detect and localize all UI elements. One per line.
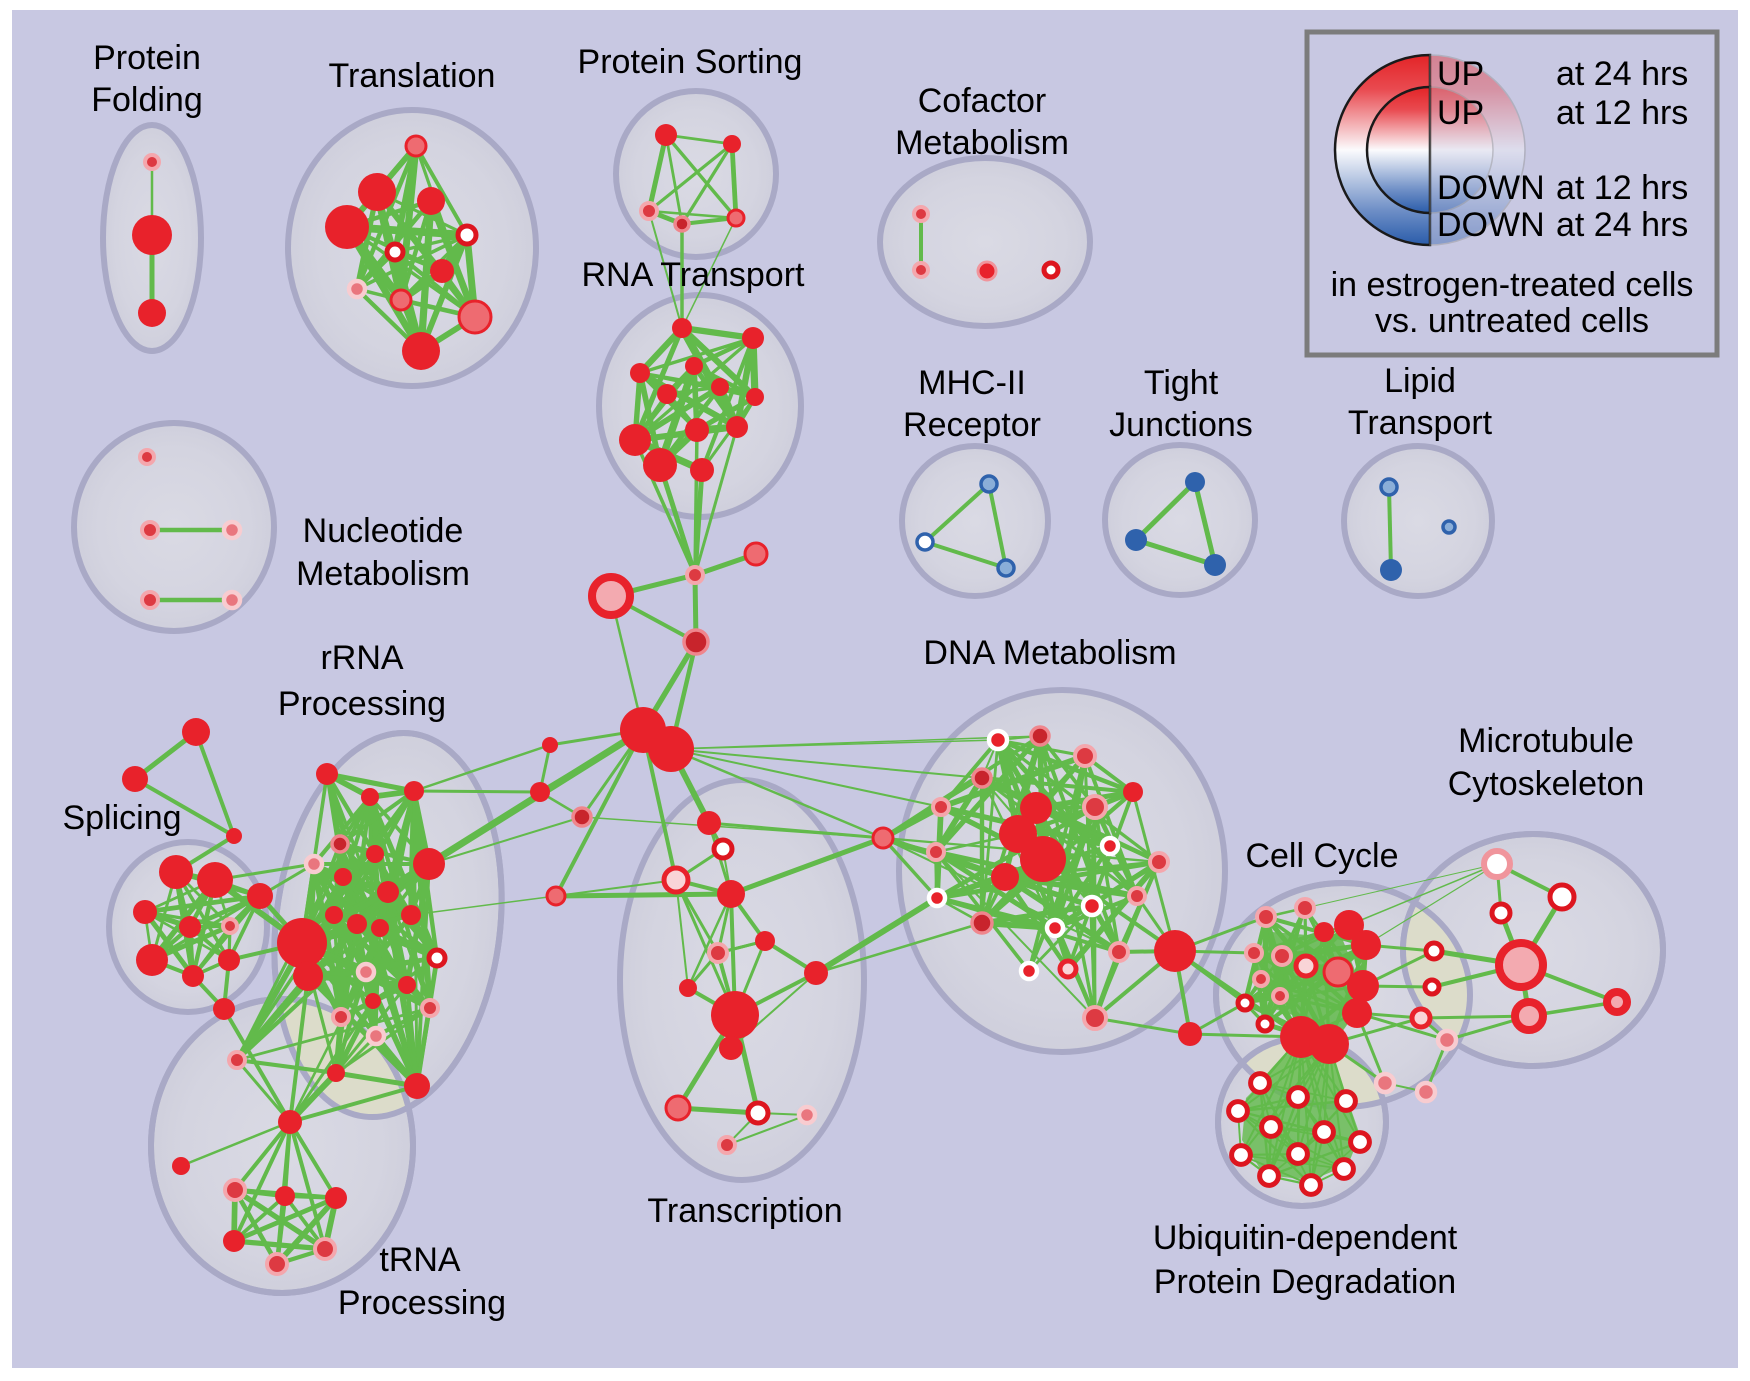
svg-text:Nucleotide: Nucleotide [303, 512, 464, 550]
svg-text:Microtubule: Microtubule [1458, 722, 1634, 760]
svg-text:Folding: Folding [91, 81, 203, 119]
svg-text:at 12 hrs: at 12 hrs [1556, 169, 1688, 207]
svg-text:tRNA: tRNA [379, 1241, 461, 1279]
svg-text:MHC-II: MHC-II [918, 364, 1026, 402]
svg-text:Lipid: Lipid [1384, 362, 1456, 400]
svg-text:Cofactor: Cofactor [918, 82, 1047, 120]
svg-text:Transcription: Transcription [647, 1192, 842, 1230]
svg-text:Cytoskeleton: Cytoskeleton [1448, 765, 1645, 803]
svg-text:Protein: Protein [93, 39, 201, 77]
svg-text:Processing: Processing [278, 685, 446, 723]
svg-text:vs. untreated cells: vs. untreated cells [1375, 302, 1649, 340]
svg-text:RNA Transport: RNA Transport [582, 256, 806, 294]
svg-text:Metabolism: Metabolism [895, 124, 1069, 162]
svg-text:at 12 hrs: at 12 hrs [1556, 94, 1688, 132]
svg-text:Receptor: Receptor [903, 406, 1041, 444]
svg-text:DOWN: DOWN [1437, 206, 1545, 244]
svg-text:Tight: Tight [1144, 364, 1219, 402]
svg-text:Junctions: Junctions [1109, 406, 1253, 444]
svg-text:at 24 hrs: at 24 hrs [1556, 206, 1688, 244]
svg-text:Splicing: Splicing [62, 799, 181, 837]
svg-text:Protein Sorting: Protein Sorting [578, 43, 803, 81]
svg-text:Ubiquitin-dependent: Ubiquitin-dependent [1153, 1219, 1458, 1257]
svg-text:at 24 hrs: at 24 hrs [1556, 55, 1688, 93]
svg-text:in estrogen-treated cells: in estrogen-treated cells [1331, 266, 1694, 304]
svg-text:UP: UP [1437, 94, 1484, 132]
svg-text:Processing: Processing [338, 1284, 506, 1322]
svg-text:UP: UP [1437, 55, 1484, 93]
svg-text:Metabolism: Metabolism [296, 555, 470, 593]
svg-text:Translation: Translation [329, 57, 496, 95]
svg-text:Cell Cycle: Cell Cycle [1245, 837, 1398, 875]
svg-text:DOWN: DOWN [1437, 169, 1545, 207]
svg-text:DNA Metabolism: DNA Metabolism [923, 634, 1176, 672]
svg-text:rRNA: rRNA [320, 639, 403, 677]
svg-text:Protein Degradation: Protein Degradation [1154, 1263, 1456, 1301]
svg-text:Transport: Transport [1348, 404, 1493, 442]
